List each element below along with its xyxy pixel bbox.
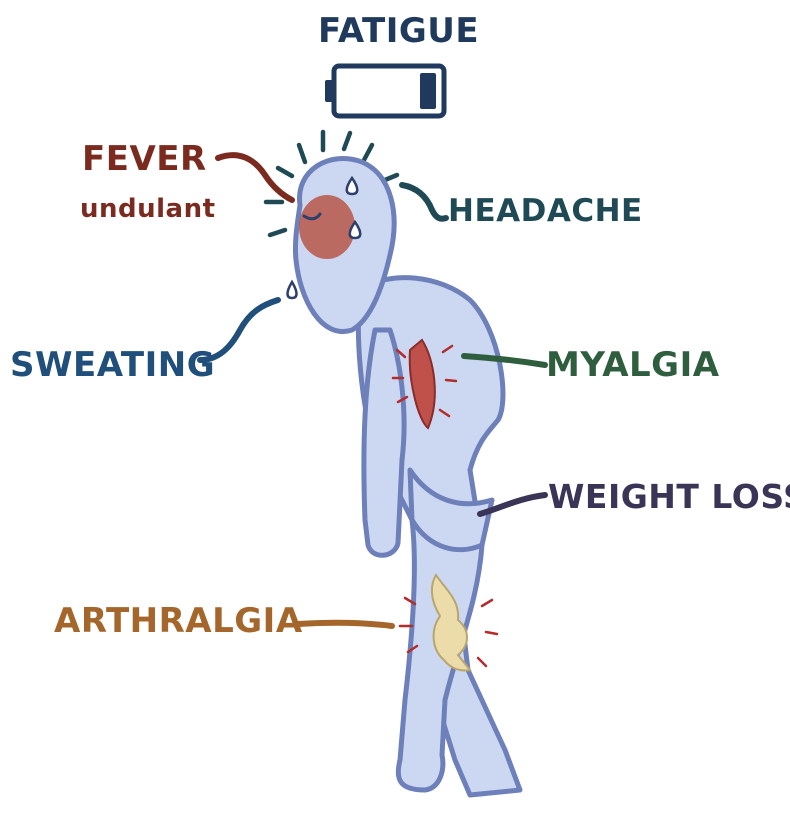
fever-connector <box>218 155 292 200</box>
arthralgia-label: ARTHRALGIA <box>54 604 303 638</box>
myalgia-label: MYALGIA <box>546 348 720 382</box>
headache-connector <box>402 185 446 219</box>
sweating-label: SWEATING <box>10 348 215 382</box>
battery-low-icon <box>325 66 444 116</box>
fever-label: FEVER <box>82 142 207 176</box>
arm <box>364 330 404 555</box>
fatigue-label: FATIGUE <box>318 14 479 48</box>
headache-label: HEADACHE <box>448 196 643 227</box>
fever-blush <box>299 195 355 259</box>
fever-sub-label: undulant <box>80 196 216 222</box>
weight-loss-label: WEIGHT LOSS <box>548 480 790 513</box>
arthralgia-connector <box>298 623 392 626</box>
